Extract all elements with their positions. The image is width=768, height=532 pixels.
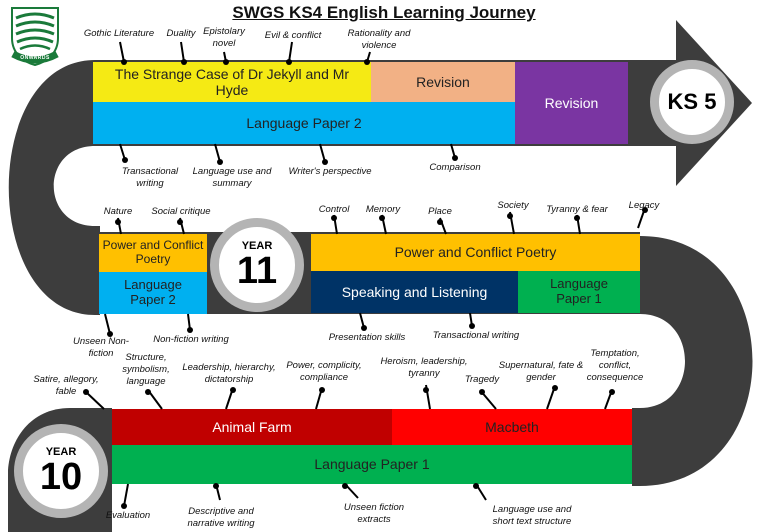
- page-title: SWGS KS4 English Learning Journey: [232, 3, 536, 22]
- label-social-critique: Social critique: [151, 206, 211, 217]
- jekyll-block: The Strange Case of Dr Jekyll and Mr Hyd…: [93, 62, 371, 102]
- label-heroism-leadership: Heroism, leadership, tyranny: [380, 356, 468, 379]
- language-paper-2-mid: Language Paper 2: [99, 272, 207, 314]
- label-nature: Nature: [103, 206, 133, 217]
- revision-block-peach: Revision: [371, 62, 515, 102]
- label-temptation-conflict: Temptation, conflict, consequence: [586, 348, 644, 383]
- logo-motto: ONWARDS: [20, 55, 50, 61]
- label-rationality-violence: Rationality and violence: [347, 28, 411, 51]
- ks5-ring: KS 5: [650, 60, 734, 144]
- label-control: Control: [318, 204, 350, 215]
- year11-ring: YEAR 11: [210, 218, 304, 312]
- label-writers-perspective: Writer's perspective: [288, 166, 372, 177]
- label-tyranny-fear: Tyranny & fear: [546, 204, 608, 215]
- label-place: Place: [428, 206, 452, 217]
- label-satire-allegory-fable: Satire, allegory, fable: [33, 374, 99, 397]
- label-memory: Memory: [365, 204, 401, 215]
- label-leadership-hierarchy: Leadership, hierarchy, dictatorship: [182, 362, 276, 385]
- label-presentation-skills: Presentation skills: [328, 332, 406, 343]
- label-comparison: Comparison: [429, 162, 481, 173]
- year10-ring: YEAR 10: [14, 424, 108, 518]
- label-evil-conflict: Evil & conflict: [264, 30, 322, 41]
- label-structure-symbolism: Structure, symbolism, language: [122, 352, 170, 387]
- poetry-block-left: Power and Conflict Poetry: [99, 234, 207, 272]
- year11-number: 11: [236, 249, 278, 292]
- label-society: Society: [497, 200, 529, 211]
- label-duality: Duality: [166, 28, 196, 39]
- label-tragedy: Tragedy: [464, 374, 500, 385]
- macbeth-block: Macbeth: [392, 409, 632, 445]
- label-descriptive-narrative: Descriptive and narrative writing: [187, 506, 255, 529]
- poetry-block-main: Power and Conflict Poetry: [311, 234, 640, 271]
- label-language-use-summary: Language use and summary: [192, 166, 272, 189]
- label-transactional-writing-top: Transactional writing: [121, 166, 179, 189]
- year10-number: 10: [39, 455, 83, 498]
- label-language-use-structure: Language use and short text structure: [492, 504, 572, 527]
- label-unseen-fiction-extracts: Unseen fiction extracts: [343, 502, 405, 525]
- track-right-curve: [632, 236, 753, 486]
- language-paper-2-top: Language Paper 2: [93, 102, 515, 144]
- speaking-listening-block: Speaking and Listening: [311, 271, 518, 313]
- label-gothic-literature: Gothic Literature: [83, 28, 155, 39]
- school-logo: ONWARDS: [8, 4, 62, 67]
- label-supernatural-fate: Supernatural, fate & gender: [498, 360, 584, 383]
- label-epistolary-novel: Epistolary novel: [203, 26, 245, 49]
- year11-small: YEAR: [241, 239, 273, 252]
- language-paper-1-bottom: Language Paper 1: [112, 445, 632, 484]
- label-transactional-writing-mid: Transactional writing: [432, 330, 520, 341]
- year10-small: YEAR: [45, 445, 77, 458]
- label-unseen-non-fiction: Unseen Non-fiction: [73, 336, 129, 359]
- label-non-fiction-writing: Non-fiction writing: [153, 334, 229, 345]
- label-legacy: Legacy: [628, 200, 660, 211]
- animal-farm-block: Animal Farm: [112, 409, 392, 445]
- ks5-label: KS 5: [667, 89, 717, 114]
- language-paper-1-mid: Language Paper 1: [518, 271, 640, 313]
- label-power-complicity: Power, complicity, compliance: [286, 360, 362, 383]
- label-evaluation: Evaluation: [105, 510, 151, 521]
- revision-block-purple: Revision: [515, 62, 628, 144]
